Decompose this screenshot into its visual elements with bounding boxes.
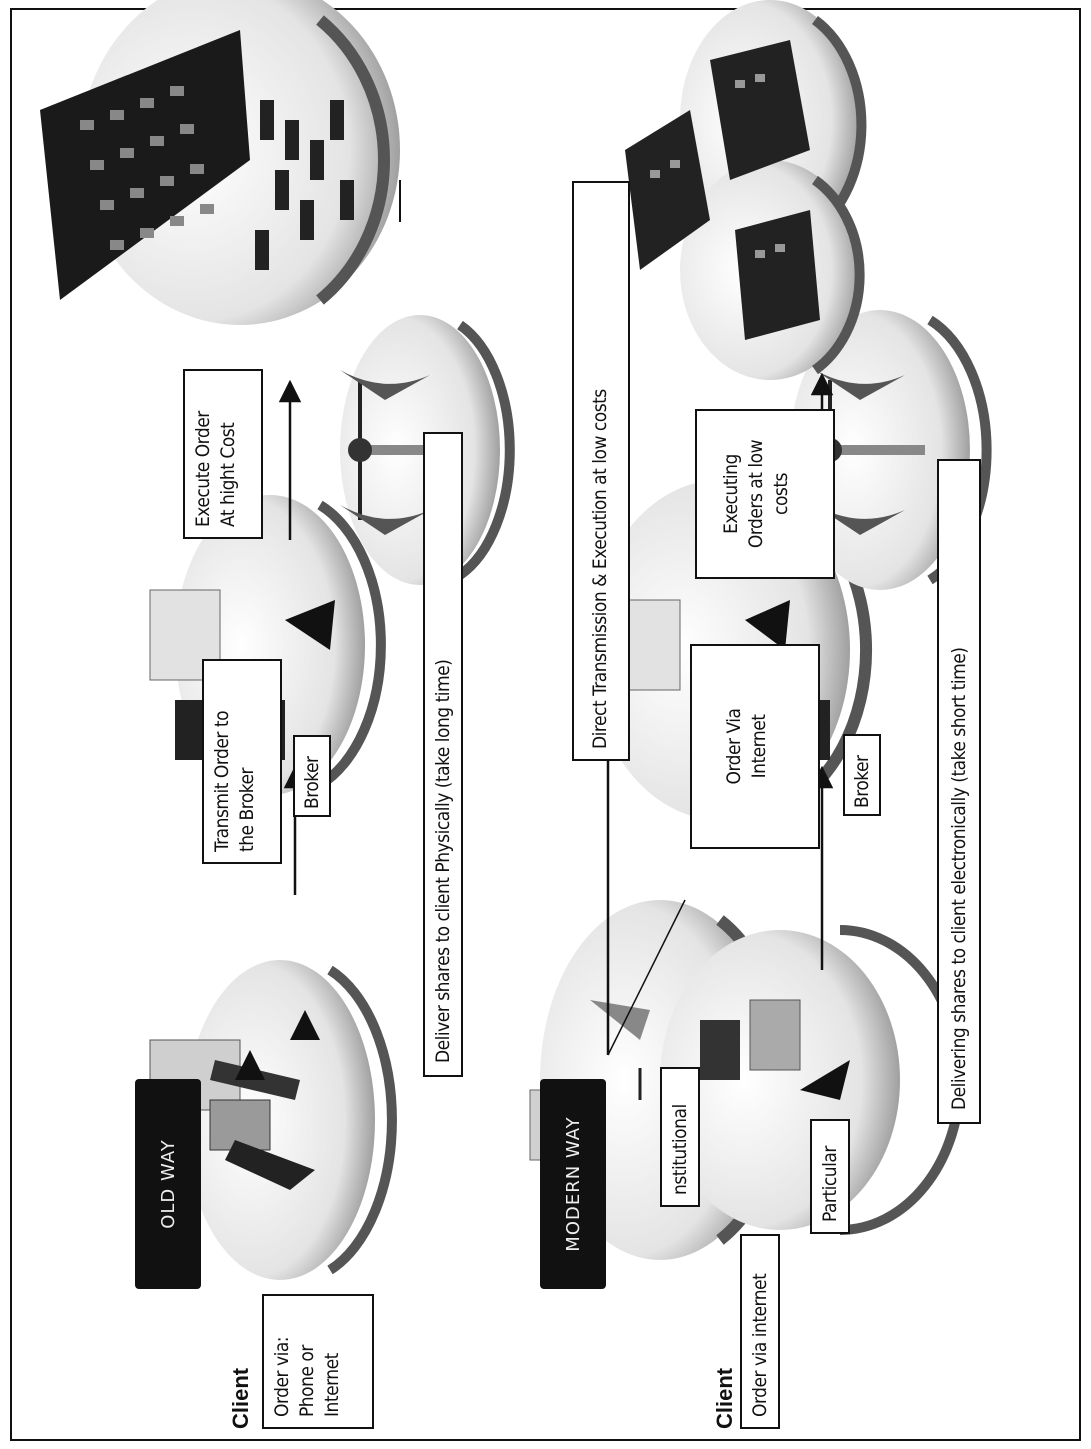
old-exchange-illustration bbox=[40, 30, 354, 300]
old-broker-box: Broker bbox=[293, 735, 331, 817]
old-client-illustration bbox=[149, 1010, 320, 1190]
modern-broker-box: Broker bbox=[843, 734, 881, 816]
modern-exchange-buildings bbox=[625, 40, 820, 340]
modern-way-section-label: MODERN WAY bbox=[540, 1079, 606, 1289]
old-transmit-order-box: Transmit Order to the Broker bbox=[202, 659, 282, 864]
old-execute-order-box: Execute Order At hight Cost bbox=[183, 369, 263, 539]
old-client-order-box: Order via: Phone or Internet bbox=[262, 1294, 374, 1429]
old-client-title: Client bbox=[228, 1367, 253, 1429]
modern-deliver-shares-box: Delivering shares to client electronical… bbox=[937, 459, 981, 1124]
diagram-frame bbox=[10, 8, 1081, 1441]
modern-callout-line bbox=[607, 899, 686, 1056]
old-deliver-shares-box: Deliver shares to client Physically (tak… bbox=[423, 432, 463, 1077]
direct-transmission-box: Direct Transmission & Execution at low c… bbox=[572, 181, 630, 761]
modern-client-title: Client bbox=[712, 1367, 737, 1429]
old-scale-illustration bbox=[340, 370, 455, 535]
institutional-box: nstitutional bbox=[660, 1067, 700, 1207]
executing-orders-box: Executing Orders at low costs bbox=[695, 409, 835, 579]
particular-box: Particular bbox=[810, 1119, 850, 1234]
modern-client-order-box: Order via internet bbox=[740, 1234, 780, 1429]
old-way-section-label: OLD WAY bbox=[135, 1079, 201, 1289]
order-via-internet-box: Order Via Internet bbox=[690, 644, 820, 849]
